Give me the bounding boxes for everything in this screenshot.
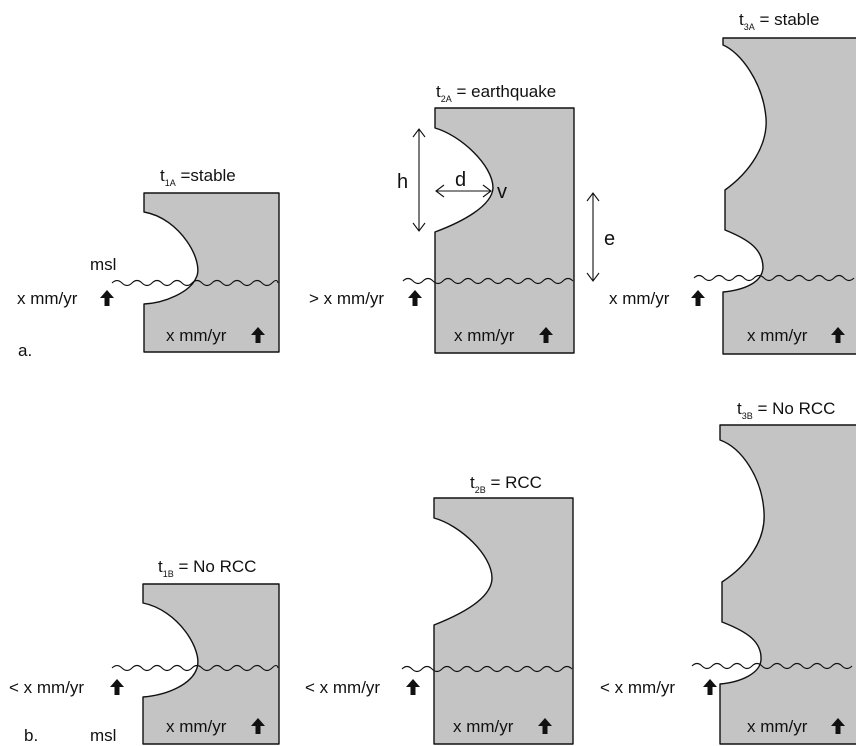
panel-title-t2a: t2A = earthquake: [436, 82, 556, 104]
sea-level-label-t1a: msl: [90, 255, 116, 274]
sea-level-wave-t3b: [691, 662, 853, 670]
row-b: t1B = No RCC < x mm/yr x mm/yr msl t2B =…: [9, 399, 856, 745]
uplift-arrow-icon: [100, 290, 114, 306]
block-rate-label-t3a: x mm/yr: [747, 326, 808, 345]
rock-block-t1a: [143, 192, 280, 353]
row-label-a: a.: [18, 341, 32, 360]
panel-t3a: t3A = stable x mm/yr x mm/yr: [609, 10, 856, 355]
notch-height-dimension: h: [397, 128, 426, 232]
panel-title-t1b: t1B = No RCC: [158, 557, 256, 579]
block-rate-label-t2a: x mm/yr: [454, 326, 515, 345]
rock-block-t1b: [142, 583, 280, 745]
sea-level-wave-t3a: [693, 274, 855, 282]
sea-level-wave-t2a: [402, 277, 574, 285]
panel-title-t3b: t3B = No RCC: [737, 399, 835, 421]
panel-title-t2b: t2B = RCC: [470, 473, 542, 495]
rock-block-t3b: [719, 424, 856, 745]
sea-level-wave-t2b: [401, 665, 573, 673]
panel-t2a: t2A = earthquake h d v e: [309, 82, 615, 354]
block-rate-label-t3b: x mm/yr: [747, 717, 808, 736]
block-rate-label-t2b: x mm/yr: [453, 717, 514, 736]
panel-t1a: t1A =stable msl x mm/yr x mm/yr: [17, 166, 280, 353]
row-label-b: b.: [24, 726, 38, 745]
row-a: t1A =stable msl x mm/yr x mm/yr t2A = ea…: [17, 10, 856, 360]
left-rate-label-t2a: > x mm/yr: [309, 289, 384, 308]
rock-block-t3a: [722, 37, 856, 355]
uplift-arrow-icon: [110, 679, 124, 695]
uplift-arrow-icon: [691, 290, 705, 306]
left-rate-label-t3a: x mm/yr: [609, 289, 670, 308]
block-rate-label-t1b: x mm/yr: [166, 717, 227, 736]
sea-level-wave-t1a: [111, 279, 279, 287]
h-label: h: [397, 171, 408, 193]
uplift-arrow-icon: [703, 679, 717, 695]
rock-block-t2b: [433, 497, 574, 745]
sea-level-label-t1b: msl: [90, 726, 116, 745]
uplift-arrow-icon: [408, 290, 422, 306]
d-label: d: [455, 169, 466, 191]
panel-title-t1a: t1A =stable: [160, 166, 236, 188]
left-rate-label-t1a: x mm/yr: [17, 289, 78, 308]
panel-title-t3a: t3A = stable: [739, 10, 820, 32]
panel-t1b: t1B = No RCC < x mm/yr x mm/yr msl: [9, 557, 280, 745]
notch-depth-dimension: d: [435, 169, 492, 198]
left-rate-label-t2b: < x mm/yr: [305, 678, 380, 697]
left-rate-label-t3b: < x mm/yr: [600, 678, 675, 697]
rock-block-t2a: [434, 107, 575, 354]
uplift-arrow-icon: [406, 679, 420, 695]
panel-t3b: t3B = No RCC < x mm/yr x mm/yr: [600, 399, 856, 745]
e-label: e: [604, 228, 615, 250]
block-rate-label-t1a: x mm/yr: [166, 326, 227, 345]
panel-t2b: t2B = RCC < x mm/yr x mm/yr: [305, 473, 574, 745]
sea-level-wave-t1b: [111, 664, 279, 672]
v-label: v: [497, 181, 507, 203]
uplift-e-dimension: e: [586, 192, 615, 282]
left-rate-label-t1b: < x mm/yr: [9, 678, 84, 697]
